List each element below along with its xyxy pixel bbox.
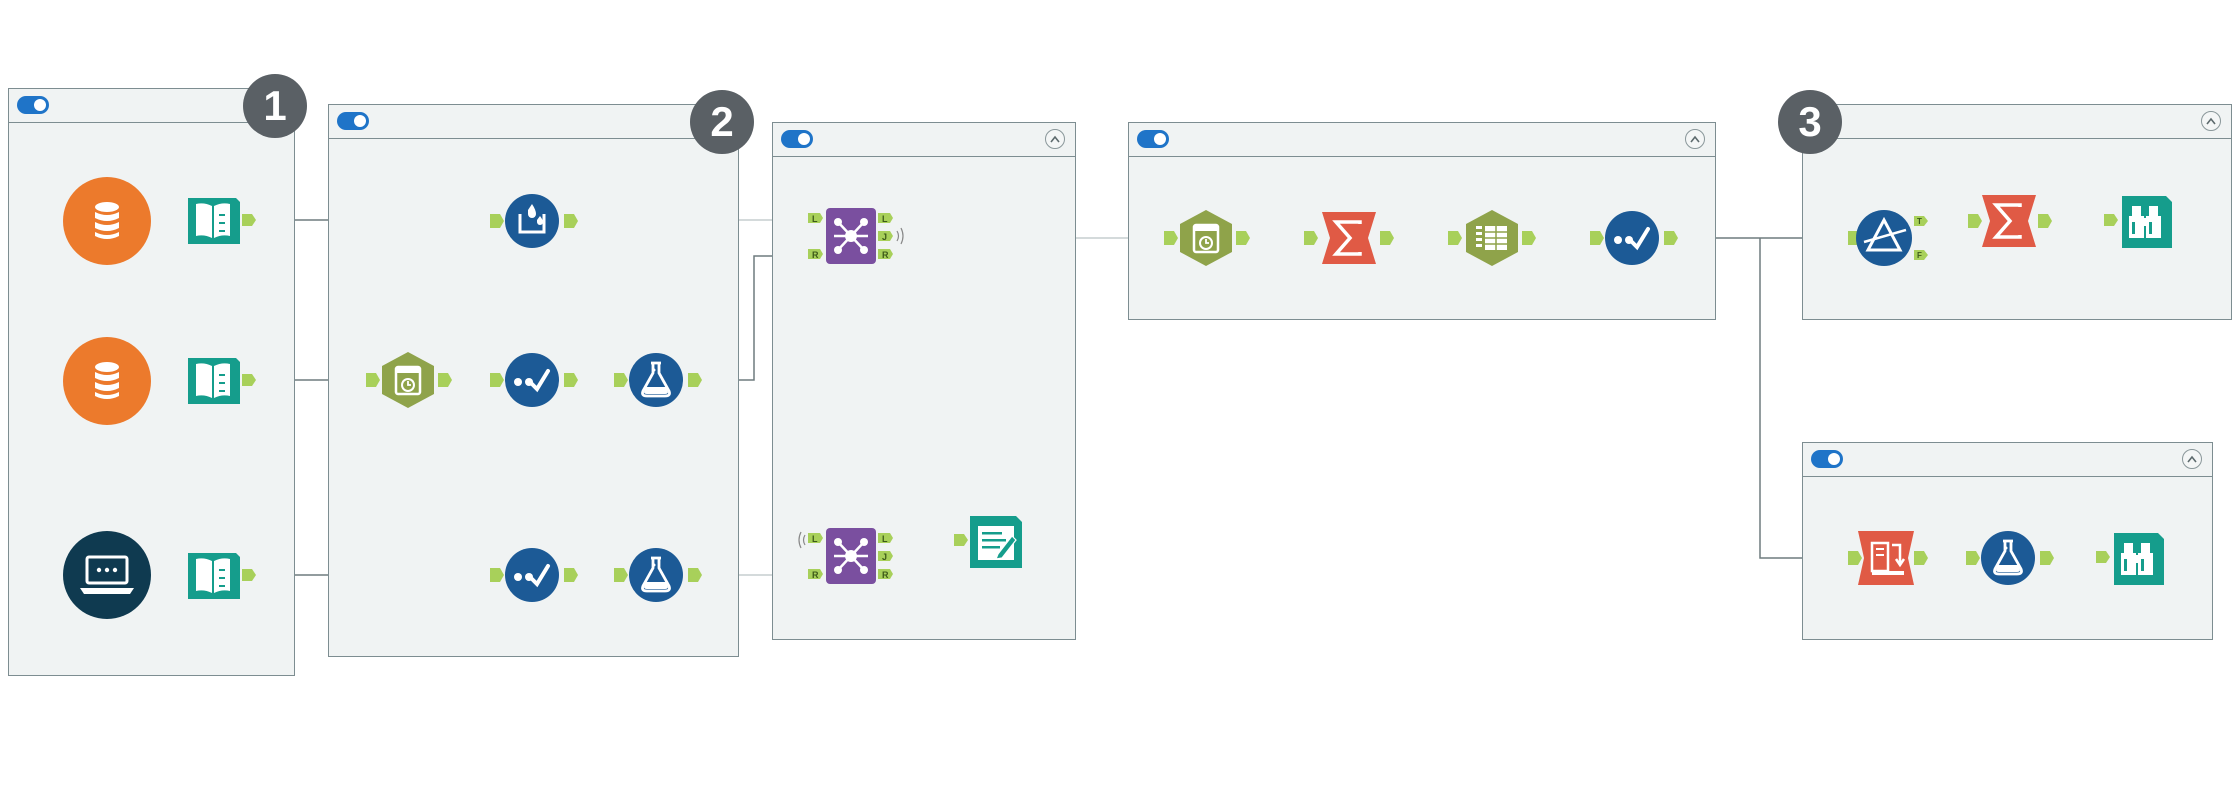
step-badge-1: 1: [243, 74, 307, 138]
database-tool-2[interactable]: [62, 336, 152, 426]
database-tool-1[interactable]: [62, 176, 152, 266]
input-data-tool-3[interactable]: [186, 549, 258, 601]
anchor-label-true: T: [1917, 217, 1922, 226]
container-header: [1129, 123, 1715, 157]
input-data-tool-2[interactable]: [186, 354, 258, 406]
filter-tool[interactable]: T F: [1848, 208, 1930, 268]
binoculars-icon: [2104, 196, 2172, 248]
summarize-tool[interactable]: [1304, 208, 1394, 268]
container-header: [1803, 105, 2231, 139]
join-tool-2[interactable]: L R L J R: [794, 528, 898, 588]
chevron-up-icon: [2187, 455, 2197, 463]
check-icon: [490, 548, 578, 602]
anchor-label-right: R: [812, 570, 819, 580]
anchor-label-right-out: R: [882, 250, 889, 260]
sigma-icon: [1968, 195, 2052, 247]
anchor-label-left: L: [812, 534, 818, 544]
book-icon: [188, 358, 256, 404]
container-header: [9, 89, 294, 123]
join-icon: L R L J R: [808, 208, 904, 264]
transpose-tool[interactable]: [1848, 529, 1928, 587]
database-icon: [63, 177, 151, 265]
report-icon: [954, 516, 1022, 568]
step-badge-3: 3: [1778, 90, 1842, 154]
join-icon: L R L J R: [798, 528, 893, 584]
collapse-button[interactable]: [2182, 449, 2202, 469]
container-toggle[interactable]: [17, 96, 49, 114]
data-cleansing-tool[interactable]: [490, 192, 580, 250]
summarize-tool-2[interactable]: [1968, 191, 2052, 251]
select-tool-3[interactable]: [490, 546, 580, 604]
chevron-up-icon: [1690, 135, 1700, 143]
datetime-tool[interactable]: [366, 350, 454, 410]
collapse-button[interactable]: [2201, 111, 2221, 131]
computer-icon: [63, 531, 151, 619]
collapse-button[interactable]: [1045, 129, 1065, 149]
tool-container-3[interactable]: [772, 122, 1076, 640]
datetime-icon: [1164, 210, 1250, 266]
book-icon: [188, 553, 256, 599]
flask-icon: [614, 353, 702, 407]
formula-tool-3[interactable]: [614, 546, 704, 604]
check-icon: [490, 353, 578, 407]
container-toggle[interactable]: [337, 112, 369, 130]
container-toggle[interactable]: [1137, 130, 1169, 148]
select-tool-2[interactable]: [490, 351, 580, 409]
container-toggle[interactable]: [781, 130, 813, 148]
anchor-label-left: L: [812, 214, 818, 224]
formula-tool-4[interactable]: [1966, 529, 2056, 587]
anchor-label-left-out: L: [882, 214, 888, 224]
flask-icon: [1966, 531, 2054, 585]
anchor-label-false: F: [1917, 251, 1922, 260]
chevron-up-icon: [1050, 135, 1060, 143]
container-header: [1803, 443, 2212, 477]
sigma-icon: [1304, 212, 1394, 264]
table-icon: [1448, 210, 1536, 266]
select-tool-4[interactable]: [1590, 209, 1680, 267]
binoculars-icon: [2096, 533, 2164, 585]
anchor-label-join: J: [882, 232, 887, 242]
check-icon: [1590, 211, 1678, 265]
chevron-up-icon: [2206, 117, 2216, 125]
formula-tool-2[interactable]: [614, 351, 704, 409]
input-data-tool-1[interactable]: [186, 194, 258, 246]
browse-tool-1[interactable]: [2104, 192, 2176, 250]
transpose-icon: [1848, 531, 1928, 585]
database-icon: [63, 337, 151, 425]
report-tool[interactable]: [954, 512, 1026, 570]
anchor-label-right: R: [812, 250, 819, 260]
container-header: [773, 123, 1075, 157]
container-toggle[interactable]: [1811, 450, 1843, 468]
anchor-label-left-out: L: [882, 534, 888, 544]
datetime-icon: [366, 352, 452, 408]
browse-tool-2[interactable]: [2096, 529, 2168, 587]
join-tool-1[interactable]: L R L J R: [808, 208, 912, 268]
water-drop-icon: [490, 194, 578, 248]
computer-tool[interactable]: [62, 530, 152, 620]
flask-icon: [614, 548, 702, 602]
step-badge-2: 2: [690, 90, 754, 154]
anchor-label-join: J: [882, 552, 887, 562]
datetime-tool-2[interactable]: [1164, 208, 1252, 268]
filter-triangle-icon: T F: [1848, 210, 1928, 266]
book-icon: [188, 198, 256, 244]
anchor-label-right-out: R: [882, 570, 889, 580]
container-header: [329, 105, 738, 139]
collapse-button[interactable]: [1685, 129, 1705, 149]
crosstab-tool[interactable]: [1448, 208, 1538, 268]
